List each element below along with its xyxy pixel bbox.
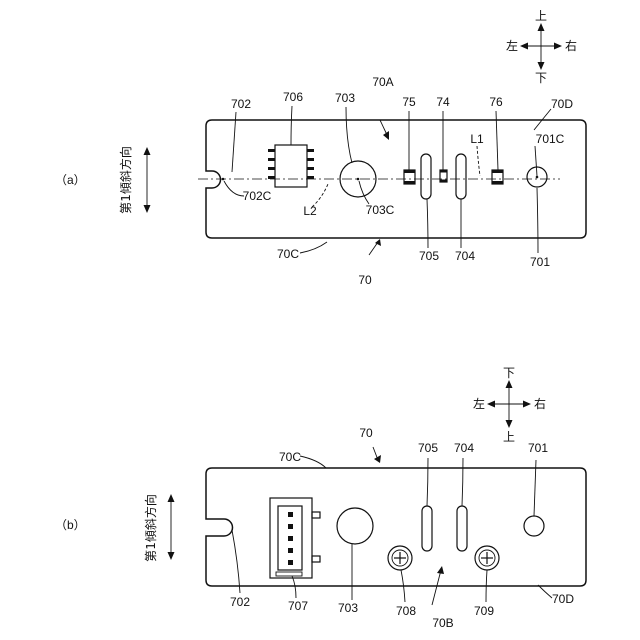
ref-70D: 70D: [552, 592, 574, 606]
ref-701: 701: [530, 255, 550, 269]
center-701C: [536, 176, 539, 179]
arrow-right-icon: [523, 401, 531, 408]
compass-right-label: 右: [565, 38, 577, 53]
compass-right-label: 右: [534, 396, 546, 411]
ref-74: 74: [436, 95, 450, 109]
ref-702C: 702C: [243, 189, 272, 203]
ref-703C: 703C: [366, 203, 395, 217]
ref-705: 705: [418, 441, 438, 455]
compass-up-label: 上: [535, 9, 547, 23]
ref-703: 703: [335, 91, 355, 105]
arrow-left-icon: [487, 401, 495, 408]
ref-702: 702: [231, 97, 251, 111]
compass-down-label: 下: [535, 71, 547, 85]
tilt-direction-b: 第1傾斜方向: [143, 494, 175, 562]
arrow-up-icon: [538, 23, 545, 31]
ref-70A: 70A: [372, 75, 393, 89]
center-702C: [222, 178, 225, 181]
screw-709: [475, 546, 499, 570]
tilt-direction-label: 第1傾斜方向: [143, 494, 158, 562]
ref-708: 708: [396, 604, 416, 618]
compass-b: 下 上 左 右: [473, 366, 546, 444]
ref-703: 703: [338, 601, 358, 615]
ref-L2: L2: [303, 204, 317, 218]
ref-701: 701: [528, 441, 548, 455]
arrow-down-icon: [538, 62, 545, 70]
view-a: 上 下 左 右 第1傾斜方向 （a）: [55, 9, 586, 287]
ref-706: 706: [283, 90, 303, 104]
ref-701C: 701C: [536, 132, 565, 146]
ref-707: 707: [288, 599, 308, 613]
ref-704: 704: [454, 441, 474, 455]
compass-top-label: 下: [503, 366, 515, 380]
tilt-direction-label: 第1傾斜方向: [118, 146, 133, 214]
screw-708: [388, 546, 412, 570]
center-703C: [357, 178, 360, 181]
ref-70B: 70B: [432, 616, 453, 630]
ref-75: 75: [402, 95, 416, 109]
view-label-a: （a）: [55, 173, 86, 187]
ref-L1: L1: [470, 132, 484, 146]
compass-left-label: 左: [473, 396, 485, 411]
ref-704: 704: [455, 249, 475, 263]
arrow-up-icon: [506, 380, 513, 388]
ref-702: 702: [230, 595, 250, 609]
compass-bottom-label: 上: [503, 430, 515, 444]
arrow-right-icon: [554, 43, 562, 50]
ref-70: 70: [358, 273, 372, 287]
board-70-back: [206, 468, 586, 586]
arrow-left-icon: [520, 43, 528, 50]
arrow-down-icon: [168, 552, 175, 560]
arrow-down-icon: [144, 205, 151, 213]
ref-709: 709: [474, 604, 494, 618]
arrow-down-icon: [506, 420, 513, 428]
arrow-up-icon: [168, 494, 175, 502]
ref-705: 705: [419, 249, 439, 263]
arrow-up-icon: [144, 147, 151, 155]
compass-left-label: 左: [506, 38, 518, 53]
ref-70: 70: [359, 426, 373, 440]
tilt-direction-a: 第1傾斜方向: [118, 146, 151, 214]
arrow-70-icon: [374, 455, 381, 463]
view-label-b: （b）: [55, 518, 86, 532]
ref-70C: 70C: [277, 247, 299, 261]
ref-76: 76: [489, 95, 503, 109]
compass-a: 上 下 左 右: [506, 9, 577, 85]
view-b: 下 上 左 右 第1傾斜方向 （b）: [55, 366, 586, 630]
ref-70D: 70D: [551, 97, 573, 111]
ref-70C: 70C: [279, 450, 301, 464]
